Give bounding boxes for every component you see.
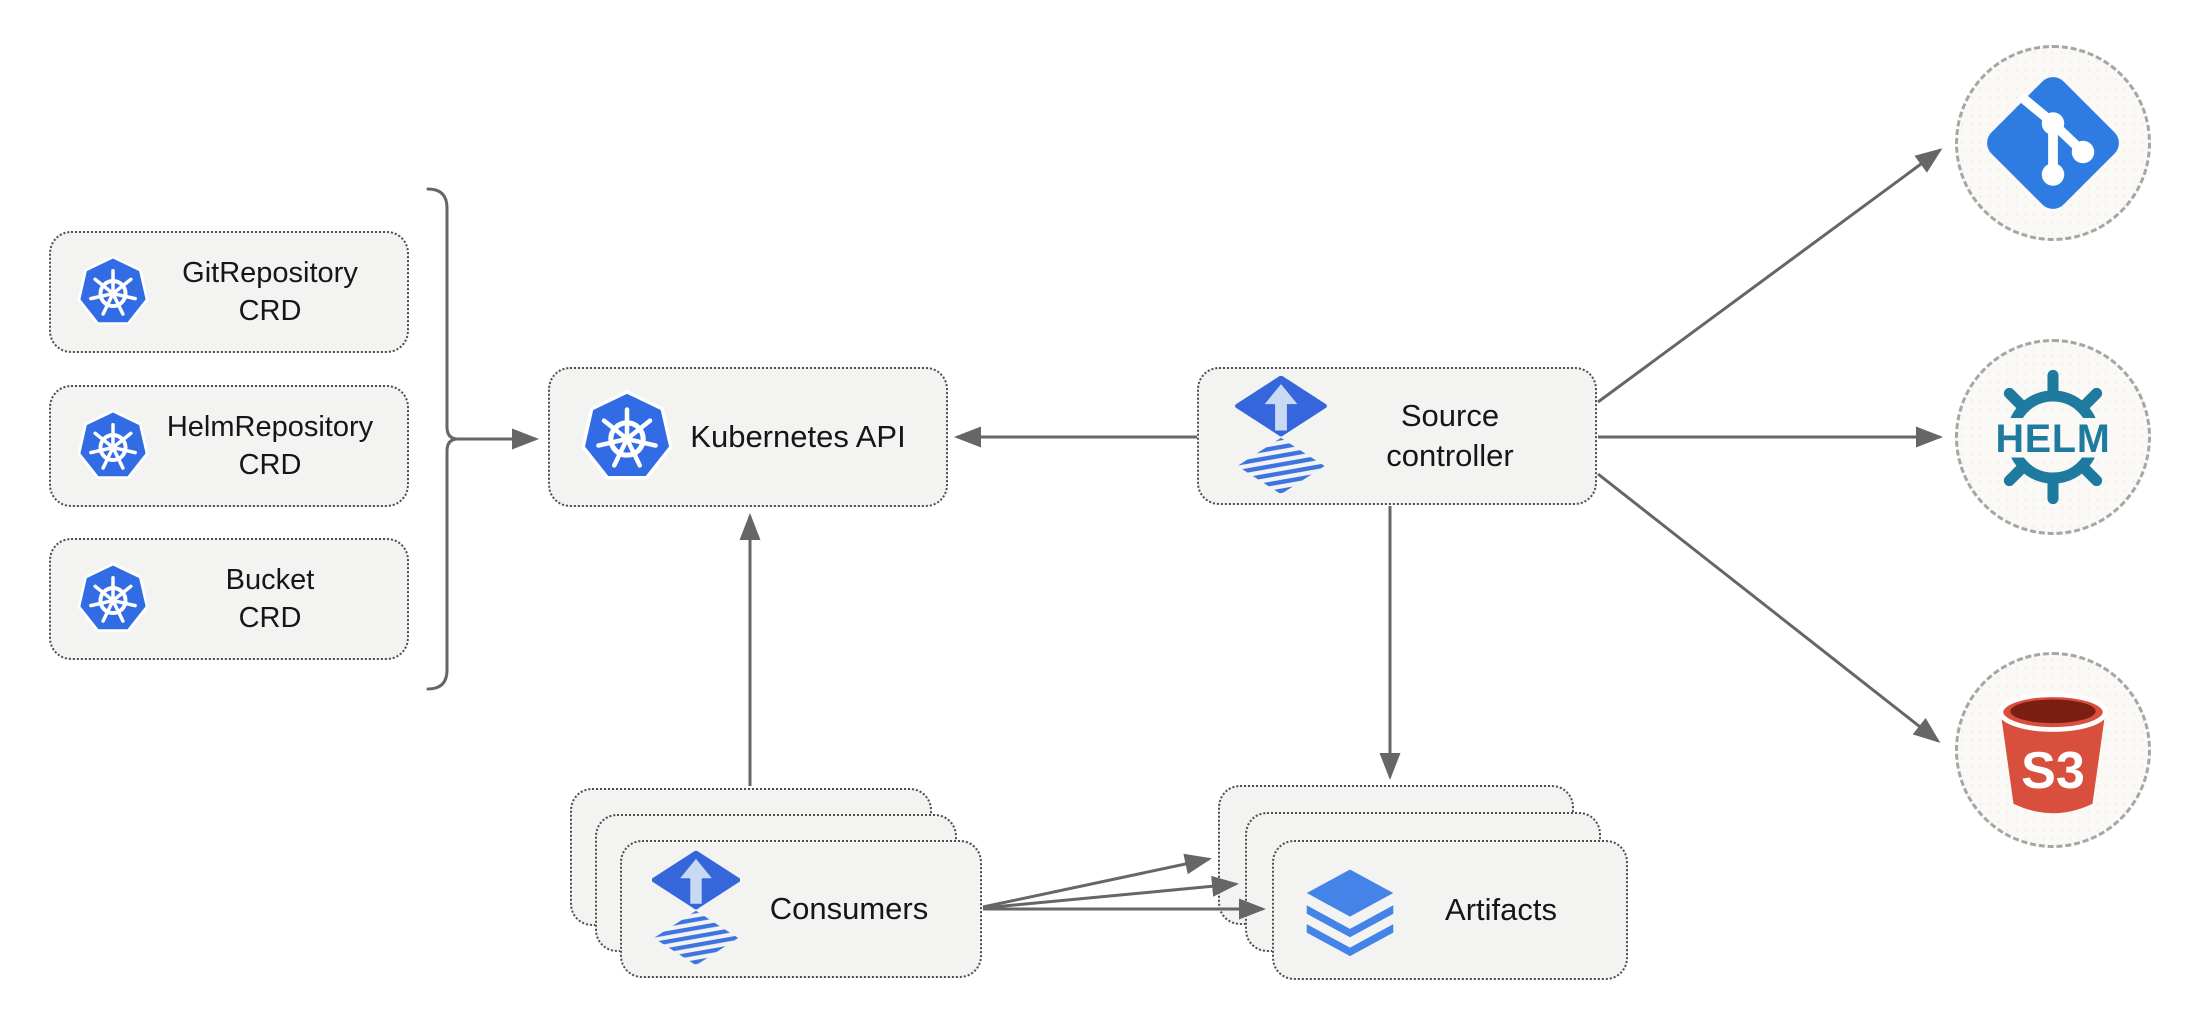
external-s3-node: S3 [1955,652,2151,848]
source-controller-label-line2: controller [1386,438,1514,473]
kubernetes-api-label: Kubernetes API [690,419,906,454]
helm-icon: HELM [1985,369,2121,505]
arrow-source-controller-to-s3 [1597,472,1941,743]
source-controller-label-line1: Source [1400,398,1500,433]
node-gitrepository-crd: GitRepository CRD [49,231,409,353]
kubernetes-icon [578,388,676,486]
flux-icon [1235,376,1327,496]
node-consumers: Consumers [620,840,982,978]
node-bucket-crd: Bucket CRD [49,538,409,660]
node-label: HelmRepository CRD [151,408,389,484]
external-git-node [1955,45,2151,241]
crd-group-bracket [426,187,459,691]
node-source-controller: Source controller [1197,367,1597,505]
helm-label: HELM [1995,417,2110,461]
crd-label-line1: GitRepository [182,257,358,289]
git-icon [1987,77,2119,209]
external-helm-node: HELM [1955,339,2151,535]
s3-label: S3 [2021,742,2085,800]
crd-label-line1: HelmRepository [166,411,374,443]
crd-label-line2: CRD [238,449,302,481]
node-kubernetes-api: Kubernetes API [548,367,948,507]
node-label: Source controller [1327,396,1573,476]
node-label: GitRepository CRD [151,254,389,330]
crd-label-line2: CRD [238,602,302,634]
node-label: Bucket CRD [151,561,389,637]
flux-icon [652,851,740,967]
crd-label-line2: CRD [238,295,302,327]
arrow-consumers-to-artifacts-middle [982,875,1239,910]
node-helmrepository-crd: HelmRepository CRD [49,385,409,507]
arrow-source-controller-to-git [1597,148,1943,404]
kubernetes-icon [76,255,150,326]
crd-label-line1: Bucket [225,564,315,596]
layers-icon [1306,869,1394,957]
kubernetes-icon [76,409,150,480]
kubernetes-icon [76,562,150,633]
arrow-consumers-to-artifacts-back [982,853,1212,909]
artifacts-label: Artifacts [1445,892,1557,927]
node-artifacts: Artifacts [1272,840,1628,980]
consumers-label: Consumers [769,891,929,926]
s3-bucket-icon: S3 [1998,692,2108,814]
